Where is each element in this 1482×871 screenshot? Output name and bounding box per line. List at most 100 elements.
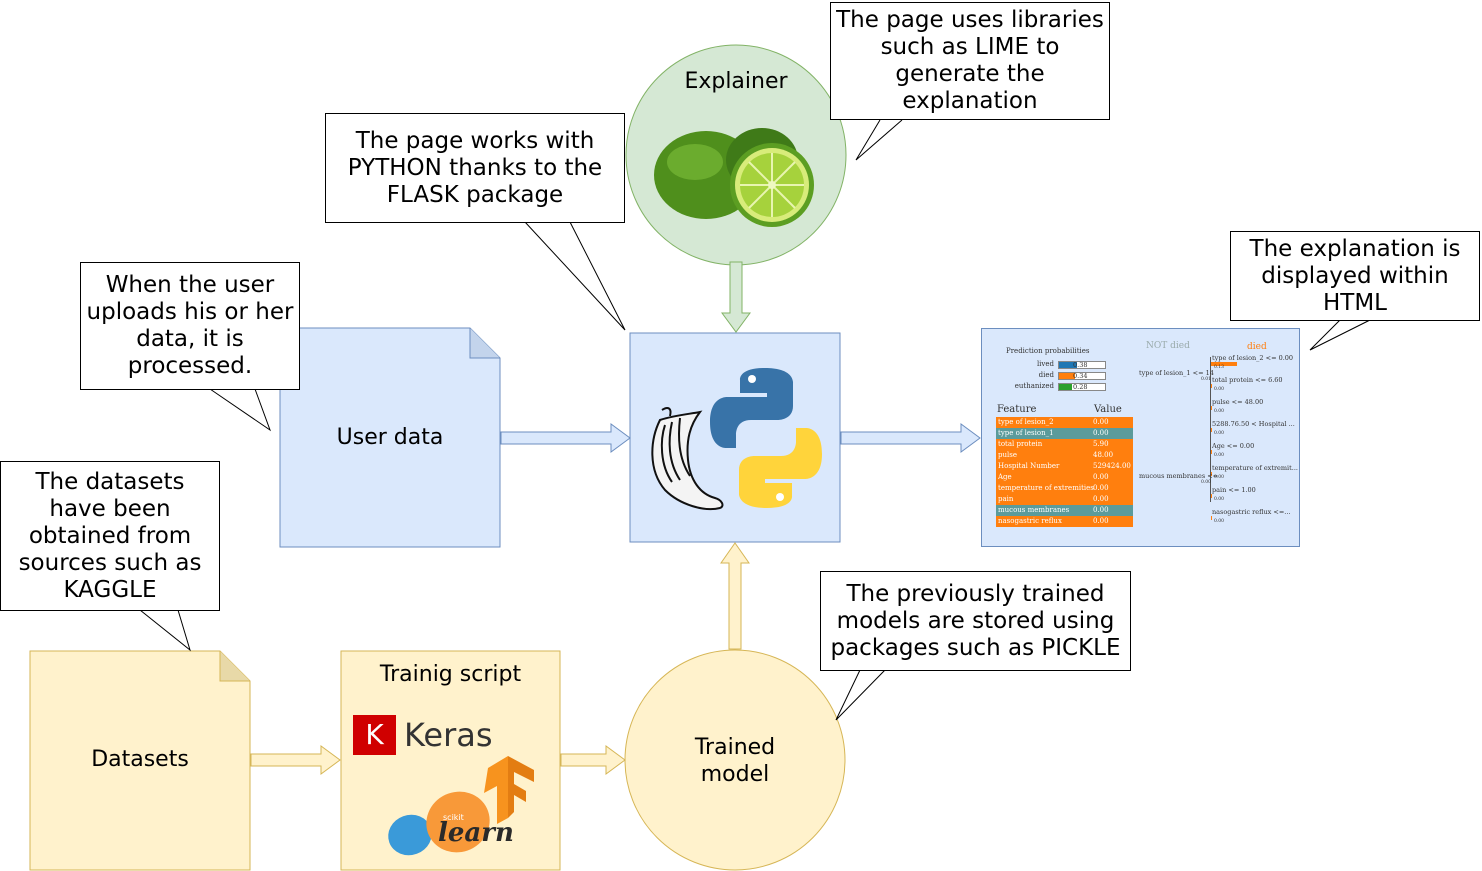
arrow-training-to-model — [560, 745, 626, 775]
feature-row: pain 0.00 — [996, 494, 1133, 505]
feature-value: 0.00 — [1093, 429, 1109, 437]
callout-tail-lime — [855, 119, 903, 161]
right-condition-bar — [1211, 384, 1212, 388]
callout-tail-upload — [209, 388, 272, 432]
feature-value: 0.00 — [1093, 418, 1109, 426]
right-condition-value: 0.00 — [1214, 409, 1225, 414]
right-condition-label: Age <= 0.00 — [1212, 442, 1255, 450]
feature-value: 48.00 — [1093, 451, 1114, 459]
feature-value: 0.00 — [1093, 506, 1109, 514]
keras-k-letter: K — [365, 718, 384, 751]
not-died-label: NOT died — [1146, 341, 1190, 351]
feature-name: Hospital Number — [998, 462, 1060, 470]
callout-tail-flask — [524, 221, 626, 331]
right-condition-bar — [1211, 428, 1212, 432]
feature-value: 5.90 — [1093, 440, 1109, 448]
feature-row: type of lesion_1 0.00 — [996, 428, 1133, 439]
feature-value: 0.00 — [1093, 517, 1109, 525]
callout-tail-html — [1309, 319, 1371, 351]
left-condition-label: mucous membranes <= — [1139, 472, 1219, 480]
arrow-python-to-output — [840, 423, 981, 453]
right-condition-value: 0.00 — [1214, 497, 1225, 502]
right-condition-bar — [1211, 472, 1212, 476]
feature-value: 0.00 — [1093, 484, 1109, 492]
tensorflow-logo-icon — [484, 756, 534, 824]
right-condition-bar — [1211, 450, 1212, 454]
callout-lime: The page uses libraries such as LIME to … — [830, 2, 1110, 120]
right-condition-bar — [1211, 494, 1212, 498]
right-condition-value: 0.00 — [1214, 387, 1225, 392]
right-condition-label: temperature of extremit... — [1212, 464, 1298, 472]
right-condition-value: 0.00 — [1214, 519, 1225, 524]
probability-box: 0.34 — [1058, 372, 1106, 380]
feature-header: Feature — [997, 404, 1037, 415]
right-condition-label: total protein <= 6.60 — [1212, 376, 1283, 384]
probability-bar — [1059, 384, 1072, 390]
user-data-label: User data — [336, 425, 444, 450]
trained-model-label: Trained model — [694, 735, 776, 787]
arrow-model-to-python — [720, 542, 750, 650]
feature-name: nasogastric reflux — [998, 517, 1062, 525]
right-condition-value: 0.00 — [1214, 431, 1225, 436]
feature-name: type of lesion_1 — [998, 429, 1054, 437]
feature-value: 0.00 — [1093, 473, 1109, 481]
datasets-label: Datasets — [91, 747, 189, 772]
feature-name: pain — [998, 495, 1014, 503]
callout-datasets: The datasets have been obtained from sou… — [0, 461, 220, 611]
died-label: died — [1247, 342, 1267, 352]
right-condition-value: 0.13 — [1214, 365, 1225, 370]
right-condition-label: pain <= 1.00 — [1212, 486, 1256, 494]
probability-bar — [1059, 362, 1077, 368]
feature-row: nasogastric reflux 0.00 — [996, 516, 1133, 527]
right-condition-bar — [1211, 362, 1237, 366]
feature-name: pulse — [998, 451, 1017, 459]
arrow-userdata-to-python — [500, 423, 631, 453]
probability-bar — [1059, 373, 1075, 379]
right-condition-label: pulse <= 48.00 — [1212, 398, 1264, 406]
explanation-axis — [1210, 357, 1211, 502]
feature-name: type of lesion_2 — [998, 418, 1054, 426]
feature-name: mucous membranes — [998, 506, 1070, 514]
left-condition-label: type of lesion_1 <= 14 — [1139, 369, 1214, 377]
training-script-label: Trainig script — [379, 662, 522, 687]
keras-wordmark: Keras — [404, 716, 493, 754]
feature-row: Hospital Number 529424.00 — [996, 461, 1133, 472]
callout-tail-datasets — [139, 609, 191, 652]
lime-fruit-icon — [654, 128, 814, 227]
probability-box: 0.38 — [1058, 361, 1106, 369]
probability-label: lived — [1036, 360, 1054, 368]
arrow-explainer-to-python — [721, 261, 751, 333]
feature-row: type of lesion_2 0.00 — [996, 417, 1133, 428]
prediction-probabilities-title: Prediction probabilities — [1006, 347, 1090, 355]
probability-label: died — [1038, 371, 1054, 379]
keras-logo-icon — [353, 715, 396, 755]
sklearn-scikit-text: scikit — [443, 813, 464, 822]
callout-pickle: The previously trained models are stored… — [820, 571, 1131, 671]
callout-html: The explanation is displayed within HTML — [1230, 231, 1480, 321]
sklearn-logo-icon — [388, 791, 490, 856]
feature-name: Age — [998, 473, 1012, 481]
right-condition-bar — [1211, 406, 1212, 410]
probability-label: euthanized — [1014, 382, 1054, 390]
feature-row: mucous membranes 0.00 — [996, 505, 1133, 516]
left-condition-value: 0.00 — [1201, 480, 1212, 485]
sklearn-learn-text: learn — [438, 818, 514, 848]
right-condition-bar — [1211, 516, 1212, 520]
feature-value: 0.00 — [1093, 495, 1109, 503]
flask-horn-icon — [651, 407, 724, 510]
value-header: Value — [1094, 404, 1122, 415]
callout-tail-pickle — [835, 669, 886, 721]
right-condition-label: 5288.76.50 < Hospital ... — [1212, 420, 1295, 428]
right-condition-label: type of lesion_2 <= 0.00 — [1212, 354, 1294, 362]
feature-row: pulse 48.00 — [996, 450, 1133, 461]
arrow-datasets-to-training — [250, 745, 341, 775]
feature-value: 529424.00 — [1093, 462, 1131, 470]
lime-explanation-panel: Prediction probabilities lived 0.38 died 0.… — [981, 328, 1300, 547]
user-data-node — [279, 327, 501, 548]
right-condition-value: 0.00 — [1214, 453, 1225, 458]
right-condition-label: nasogastric reflux <=... — [1212, 508, 1291, 516]
feature-row: Age 0.00 — [996, 472, 1133, 483]
callout-upload: When the user uploads his or her data, i… — [80, 262, 300, 390]
